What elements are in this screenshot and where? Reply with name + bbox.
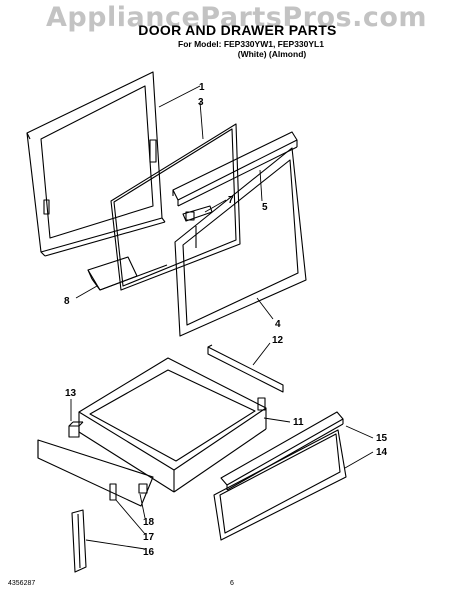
- callout-4: 4: [275, 319, 281, 330]
- callout-1: 1: [199, 82, 205, 93]
- outer-door-frame: [26, 71, 166, 257]
- callout-7: 7: [228, 195, 234, 206]
- callout-11: 11: [293, 417, 304, 428]
- drawer-slide-rail: [207, 344, 284, 393]
- drawer-front-panel: [213, 429, 347, 541]
- leader-lines: [70, 85, 374, 550]
- callout-numbers: 1 3 7 5 8 4 12 13 11 15 14 18 17 16: [64, 82, 388, 558]
- page-title: DOOR AND DRAWER PARTS: [138, 22, 337, 38]
- callout-5: 5: [262, 202, 268, 213]
- page-number: 6: [230, 580, 234, 587]
- drawer-body: [78, 357, 267, 493]
- callout-13: 13: [65, 388, 77, 399]
- side-trim: [71, 509, 87, 573]
- hinge-clip: [182, 205, 213, 248]
- door-trim-strip: [172, 131, 298, 207]
- drawer-front-trim: [220, 411, 344, 491]
- callout-17: 17: [143, 532, 155, 543]
- door-gasket-frame: [174, 147, 307, 337]
- callout-15: 15: [376, 433, 388, 444]
- drawer-roller: [68, 421, 84, 438]
- callout-14: 14: [376, 447, 388, 458]
- callout-12: 12: [272, 335, 284, 346]
- drawer-glide: [109, 483, 148, 501]
- model-line: For Model: FEP330YW1, FEP330YL1: [178, 39, 324, 49]
- watermark: AppliancePartsPros.com: [45, 2, 428, 33]
- part-number: 4356287: [8, 580, 36, 587]
- callout-8: 8: [64, 296, 70, 307]
- door-glass: [110, 123, 241, 291]
- door-hinge-bracket: [87, 256, 168, 291]
- callout-16: 16: [143, 547, 155, 558]
- callout-3: 3: [198, 97, 204, 108]
- drawer-side-panel: [37, 439, 154, 507]
- color-line: (White) (Almond): [237, 49, 307, 59]
- callout-18: 18: [143, 517, 155, 528]
